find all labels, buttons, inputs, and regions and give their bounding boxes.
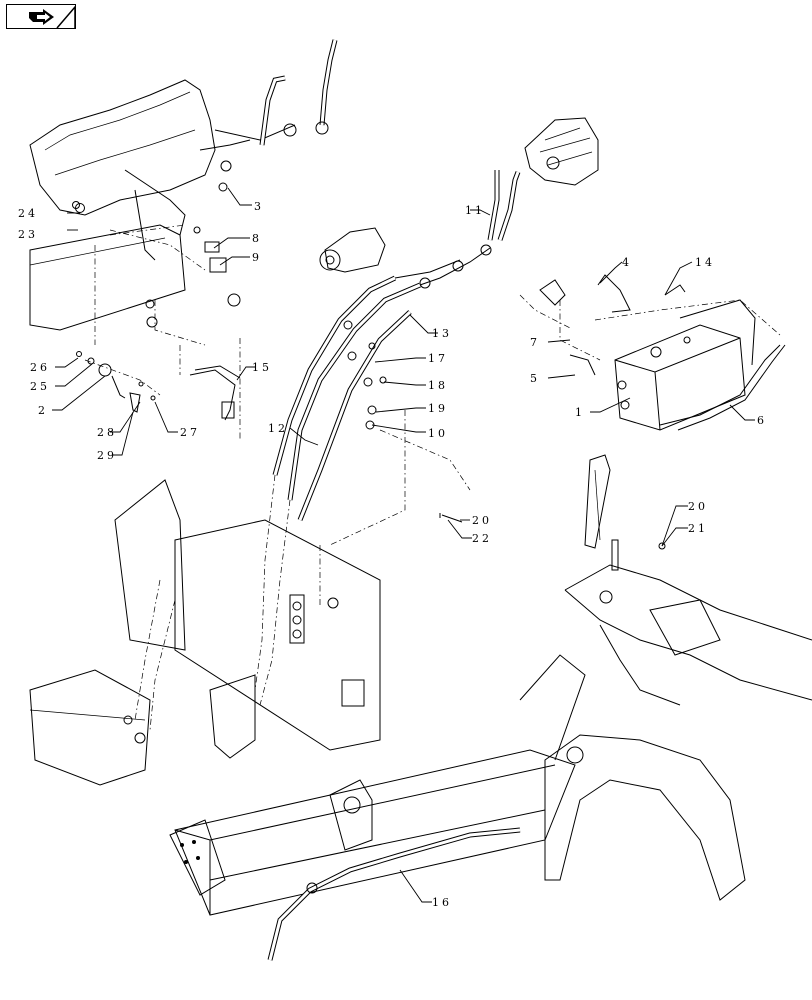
callout-5: 5	[530, 372, 540, 385]
callout-29: 29	[97, 449, 117, 462]
callout-14: 14	[695, 256, 715, 269]
callout-17: 17	[428, 352, 448, 365]
callout-18: 18	[428, 379, 448, 392]
callout-3: 3	[254, 200, 264, 213]
callout-22: 22	[472, 532, 492, 545]
callout-labels: 1 2 3 4 5 6 7 8 9 10 11 12 13 14 15 16 1…	[18, 200, 767, 909]
callout-12: 12	[268, 422, 288, 435]
callout-23: 23	[18, 228, 38, 241]
callout-16: 16	[432, 896, 452, 909]
battery-assembly	[519, 274, 786, 431]
callout-24: 24	[18, 207, 38, 220]
callout-8: 8	[252, 232, 262, 245]
callout-28: 28	[97, 426, 117, 439]
callout-20-right: 20	[688, 500, 708, 513]
callout-20: 20	[472, 514, 492, 527]
callout-9: 9	[252, 251, 262, 264]
callout-4: 4	[622, 256, 632, 269]
leader-lines	[52, 187, 755, 903]
page-navigation-arrow-icon	[29, 5, 76, 29]
callout-27: 27	[180, 426, 200, 439]
callout-1: 1	[575, 406, 585, 419]
upper-left-bracket-assembly	[29, 39, 338, 421]
callout-26: 26	[30, 361, 50, 374]
callout-25: 25	[30, 380, 50, 393]
callout-6: 6	[757, 414, 767, 427]
callout-13: 13	[432, 327, 452, 340]
callout-21: 21	[688, 522, 708, 535]
central-hose-assembly	[239, 117, 599, 605]
callout-10: 10	[428, 427, 448, 440]
callout-15: 15	[252, 361, 272, 374]
callout-2: 2	[38, 404, 48, 417]
callout-11: 11	[465, 204, 485, 217]
callout-7: 7	[530, 336, 540, 349]
lower-frame-assembly	[29, 454, 812, 961]
page-navigation-button[interactable]	[6, 4, 76, 29]
callout-19: 19	[428, 402, 448, 415]
